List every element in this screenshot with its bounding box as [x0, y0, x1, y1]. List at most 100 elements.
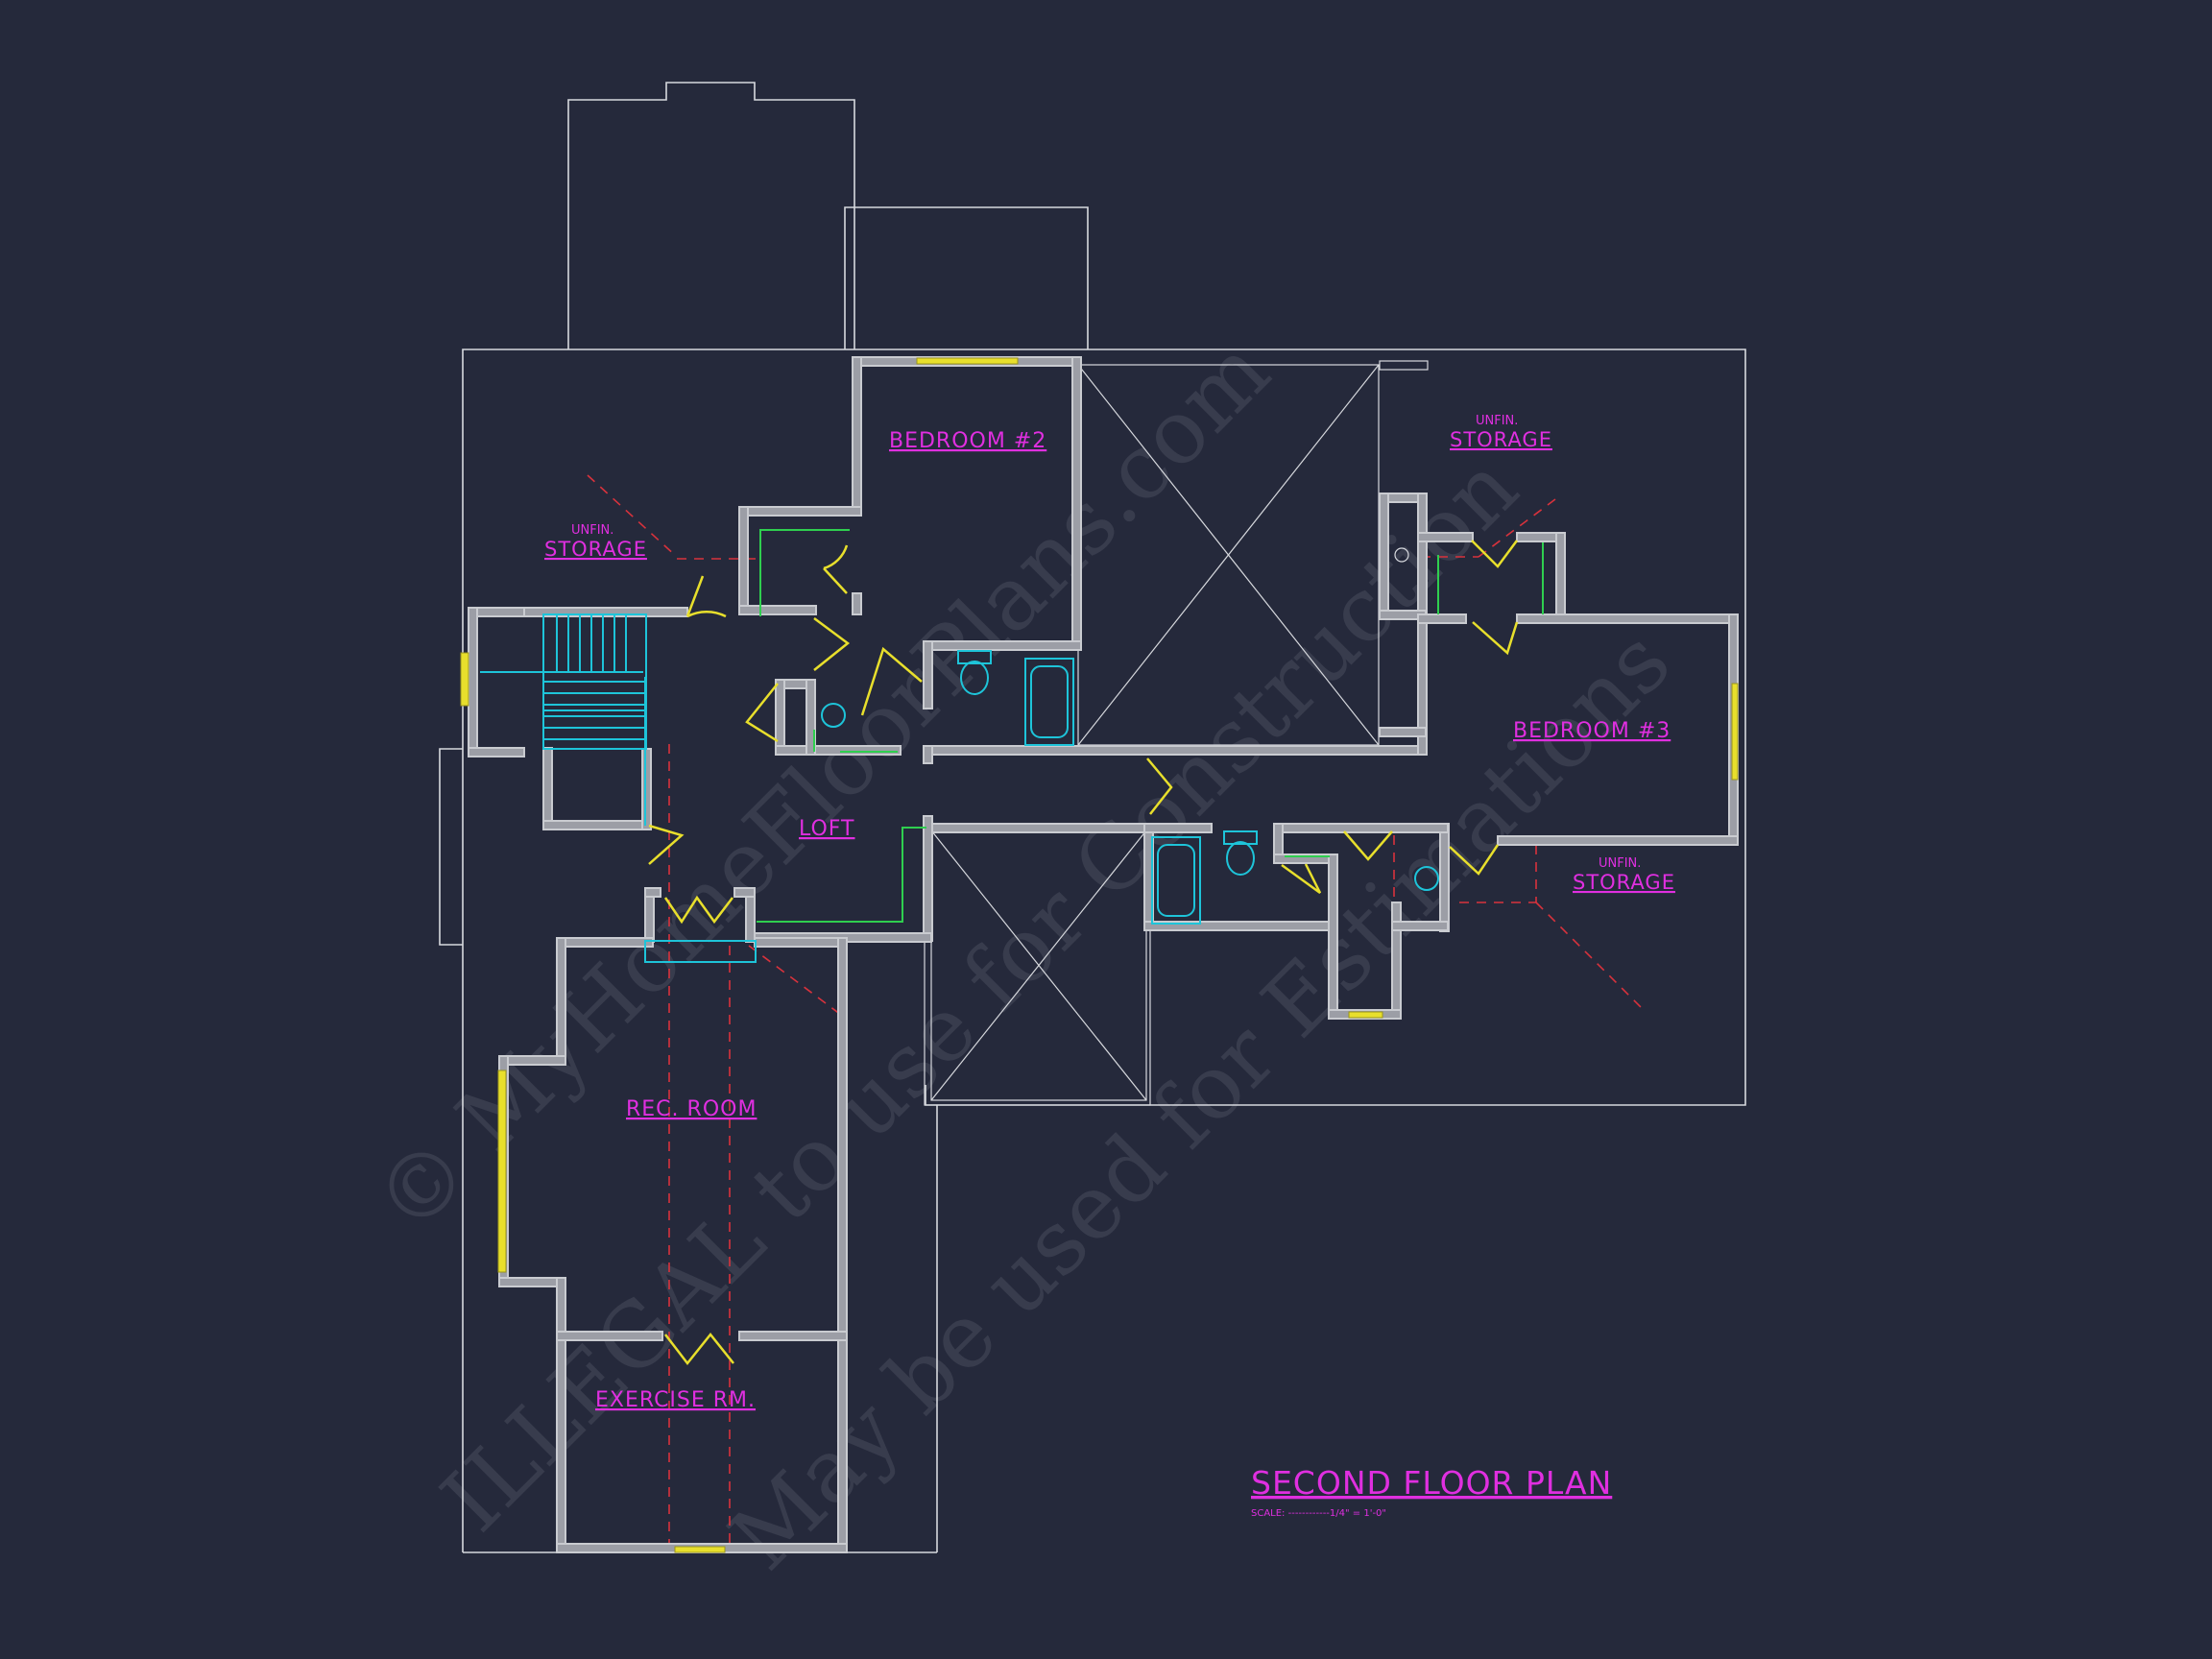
wall	[1143, 823, 1213, 833]
wall	[1516, 613, 1739, 624]
door	[664, 1332, 734, 1366]
bathtub-inner	[1157, 844, 1195, 917]
wall	[923, 745, 1428, 756]
wall	[775, 679, 785, 756]
wall	[556, 1331, 663, 1341]
wall	[837, 937, 848, 1553]
wall	[1417, 613, 1467, 624]
closet-shelves	[757, 529, 1544, 923]
wall	[852, 356, 862, 512]
door	[860, 646, 923, 716]
door	[1343, 830, 1393, 861]
wall	[542, 820, 652, 830]
door	[1146, 757, 1173, 815]
window	[1731, 683, 1739, 781]
roof-lines	[509, 474, 1643, 1546]
wall	[1071, 356, 1082, 646]
toilet-bowl	[960, 661, 989, 695]
wall	[805, 679, 816, 756]
wall	[733, 887, 756, 898]
wall	[498, 1277, 566, 1287]
toilet-tank	[1223, 830, 1258, 845]
storage-top-label: STORAGE	[1450, 428, 1552, 451]
wall	[542, 747, 553, 830]
water-heater	[1414, 866, 1439, 891]
wall	[1276, 823, 1449, 833]
door	[823, 544, 849, 594]
door	[1449, 844, 1500, 876]
door	[813, 616, 851, 671]
storage-right-small-label: UNFIN.	[1599, 856, 1641, 871]
stair-run	[542, 613, 647, 711]
door	[1472, 621, 1519, 656]
wall	[641, 748, 652, 830]
wall	[468, 607, 478, 757]
wall	[556, 1277, 566, 1553]
walls[interactable]	[468, 356, 1739, 1553]
wall	[1555, 532, 1566, 620]
water-heater	[821, 703, 846, 728]
wall	[738, 506, 862, 517]
wall	[1439, 823, 1450, 932]
wall	[1417, 532, 1474, 542]
wall	[923, 745, 933, 764]
window	[1348, 1011, 1383, 1019]
wall	[1379, 727, 1427, 737]
window	[916, 357, 1019, 365]
window	[497, 1070, 507, 1273]
toilet-tank	[957, 650, 992, 664]
bathtub	[1151, 836, 1201, 925]
plan-scale: SCALE: ------------1/4" = 1'-0"	[1251, 1508, 1386, 1519]
wall	[923, 815, 933, 942]
loft-label: LOFT	[799, 817, 855, 841]
title-block: SECOND FLOOR PLAN SCALE: ------------1/4…	[1251, 1464, 1612, 1519]
windows	[460, 357, 1739, 1553]
wall	[923, 640, 933, 709]
staircase[interactable]	[480, 613, 757, 963]
storage-left-label: STORAGE	[544, 538, 647, 561]
wall	[1391, 902, 1402, 1019]
wall	[556, 937, 654, 948]
wall	[556, 937, 566, 1064]
door	[1471, 540, 1519, 568]
toilet-bowl	[1226, 841, 1255, 876]
wall	[523, 607, 688, 617]
bathtub	[1024, 658, 1074, 746]
wall	[738, 1331, 848, 1341]
bedroom-2-label: BEDROOM #2	[889, 429, 1046, 453]
rec-room-label: REC. ROOM	[626, 1097, 757, 1121]
storage-left-small-label: UNFIN.	[571, 523, 613, 538]
wall	[738, 605, 817, 615]
wall	[923, 640, 1082, 651]
wall	[644, 887, 661, 898]
bathtub-inner	[1030, 665, 1069, 738]
wall	[498, 1055, 566, 1066]
wall	[468, 747, 525, 757]
wall	[923, 823, 1150, 833]
door	[1281, 863, 1322, 895]
wall	[1497, 835, 1739, 846]
wall	[738, 506, 749, 615]
wall	[1391, 921, 1449, 931]
exercise-room-label: EXERCISE RM.	[595, 1388, 756, 1412]
watermark: © MyHomeFloorPlans.com ILLEGAL to use fo…	[355, 320, 1690, 1590]
window	[460, 652, 469, 707]
door	[663, 895, 733, 925]
door	[648, 824, 685, 865]
doors	[648, 540, 1519, 1366]
plan-title: SECOND FLOOR PLAN	[1251, 1464, 1612, 1502]
window	[674, 1546, 726, 1553]
bedroom-3-label: BEDROOM #3	[1513, 719, 1671, 743]
storage-top-small-label: UNFIN.	[1476, 414, 1518, 428]
door	[745, 683, 779, 743]
storage-right-label: STORAGE	[1573, 871, 1675, 894]
wall	[852, 592, 862, 615]
room-labels: BEDROOM #2 BEDROOM #3 LOFT REC. ROOM EXE…	[544, 414, 1675, 1412]
door	[685, 575, 727, 618]
landing	[644, 940, 757, 963]
wall	[775, 745, 902, 756]
wall	[1379, 493, 1389, 619]
wall	[754, 937, 848, 948]
wall	[1328, 854, 1338, 1019]
